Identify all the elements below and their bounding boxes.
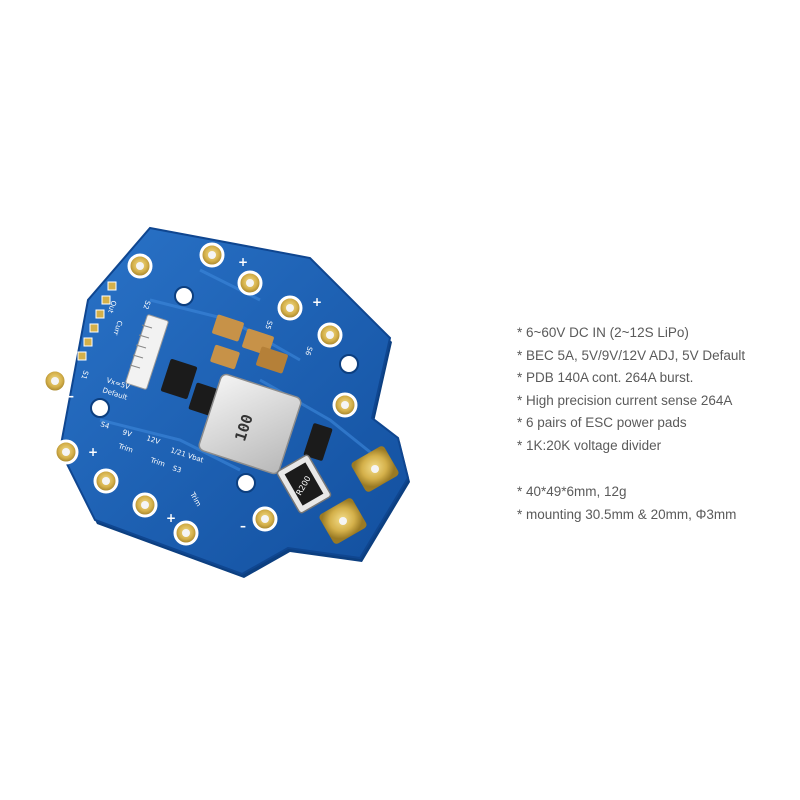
spec-item: * PDB 140A cont. 264A burst. (517, 370, 694, 385)
bec-ic (160, 359, 198, 399)
spec-item: * 6 pairs of ESC power pads (517, 415, 687, 430)
regulator-ic (188, 382, 218, 416)
spec-item: * 6~60V DC IN (2~12S LiPo) (517, 325, 689, 340)
silk-9v-label: 9V (121, 428, 132, 439)
jst-connector (125, 314, 169, 390)
shunt-body (284, 462, 324, 506)
spec-item: * mounting 30.5mm & 20mm, Φ3mm (517, 506, 737, 522)
silk-minus-1: – (68, 389, 74, 403)
silk-plus-1: + (238, 255, 248, 269)
silk-s3: S3 (171, 464, 182, 474)
spec-item: * High precision current sense 264A (517, 392, 733, 408)
signal-pads (77, 281, 117, 361)
silk-plus-3: + (88, 445, 98, 459)
silk-s2: S2 (141, 299, 151, 310)
silk-out: Out (106, 299, 118, 314)
spec-item: * BEC 5A, 5V/9V/12V ADJ, 5V Default (517, 347, 746, 363)
spec-list: * 6~60V DC IN (2~12S LiPo) * BEC 5A, 5V/… (517, 322, 745, 526)
esc-power-pads (42, 242, 358, 546)
connector-pins (129, 324, 153, 369)
silk-s5: S5 (263, 319, 273, 330)
mounting-holes (90, 286, 359, 493)
silk-s6: S6 (303, 345, 314, 356)
power-inductor (198, 373, 302, 475)
silk-12v-label: 12V (145, 434, 161, 446)
battery-input-pads (319, 446, 399, 544)
spec-item: * 1K:20K voltage divider (517, 437, 662, 453)
silk-minus-2: – (240, 519, 246, 533)
silk-plus-4: + (166, 511, 176, 525)
sense-ic (303, 423, 333, 461)
spec-item: * 40*49*6mm, 12g (517, 484, 627, 499)
silk-plus-2: + (312, 295, 322, 309)
silk-s1: S1 (79, 369, 89, 380)
capacitors (210, 314, 288, 374)
silk-s4: S4 (99, 420, 110, 431)
